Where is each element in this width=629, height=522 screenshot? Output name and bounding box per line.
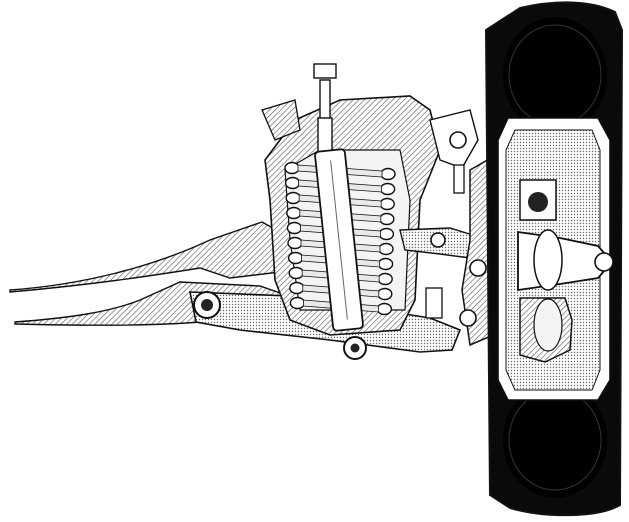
spring-coil-section: [377, 257, 394, 271]
spring-coil-section: [289, 281, 305, 295]
spring-coil-section: [379, 182, 396, 196]
top-mount: [261, 99, 479, 194]
ball-joint: [469, 259, 487, 277]
spring-coil-section: [379, 212, 395, 226]
spring-coil-section: [287, 236, 303, 250]
spring-coil-section: [284, 176, 301, 190]
brake-drum: [519, 297, 573, 363]
spring-coil-section: [378, 227, 395, 241]
spring-coil-section: [378, 242, 394, 256]
spring-coil-section: [380, 167, 396, 181]
spring-coil-section: [286, 221, 303, 235]
hub-assembly: [517, 179, 614, 292]
spring-coil-section: [377, 272, 393, 286]
shock-absorber: [313, 63, 364, 332]
spring-coil-section: [377, 287, 393, 301]
spring-coil-section: [284, 161, 300, 175]
spring-coil-section: [288, 266, 304, 280]
spring-coil-section: [376, 302, 393, 316]
spring-coil-section: [286, 206, 302, 220]
spring-coil-section: [287, 251, 304, 265]
spring-coil-section: [379, 197, 395, 211]
spring-coil-section: [289, 296, 306, 310]
spring-coil-section: [285, 191, 301, 205]
